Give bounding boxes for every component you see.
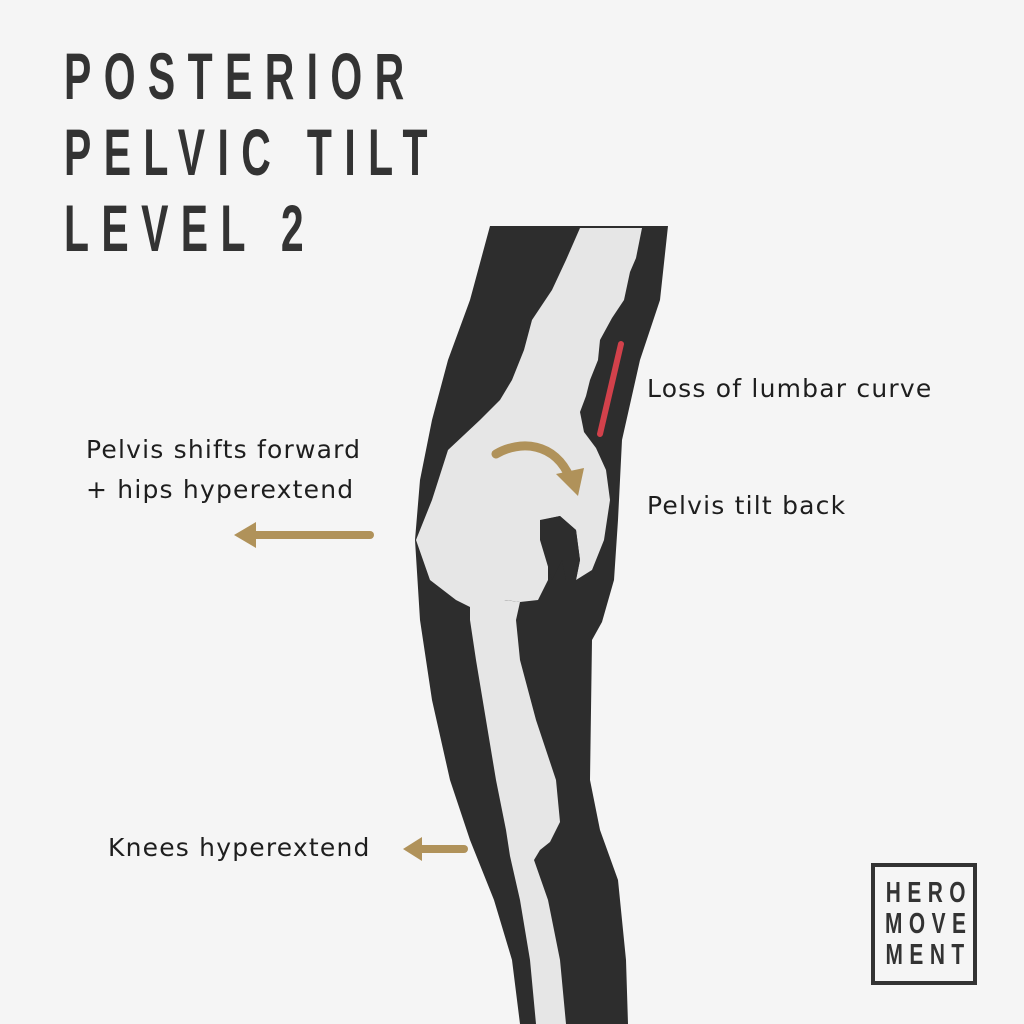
- knees-label: Knees hyperextend: [108, 833, 371, 862]
- curved-tilt-arrow-icon: [491, 441, 584, 496]
- knees-arrow-icon: [403, 837, 468, 861]
- lumbar-curve-label: Loss of lumbar curve: [647, 374, 933, 403]
- pelvis-shift-line-1: Pelvis shifts forward: [86, 435, 362, 464]
- pelvis-tilt-label: Pelvis tilt back: [647, 491, 847, 520]
- lumbar-marker-line: [597, 341, 624, 437]
- title-line-3: LEVEL 2: [64, 191, 317, 265]
- title-line-1: POSTERIOR: [64, 39, 417, 113]
- pelvis-shift-line-2: + hips hyperextend: [86, 475, 355, 504]
- page-title: POSTERIOR PELVIC TILT LEVEL 2: [64, 38, 440, 266]
- logo-line-3: MENT: [885, 938, 972, 971]
- pelvis-shift-label: Pelvis shifts forward + hips hyperextend: [86, 430, 361, 510]
- logo-line-1: HERO: [885, 876, 972, 909]
- spine-bone: [416, 228, 642, 612]
- kneecap: [511, 823, 533, 863]
- logo-line-2: MOVE: [884, 907, 973, 940]
- hero-movement-logo: HERO MOVE MENT: [871, 863, 977, 985]
- pelvis-shift-arrow-icon: [234, 522, 374, 548]
- title-line-2: PELVIC TILT: [64, 115, 440, 189]
- pelvis-notch: [540, 516, 580, 580]
- femur-bone: [470, 596, 566, 1024]
